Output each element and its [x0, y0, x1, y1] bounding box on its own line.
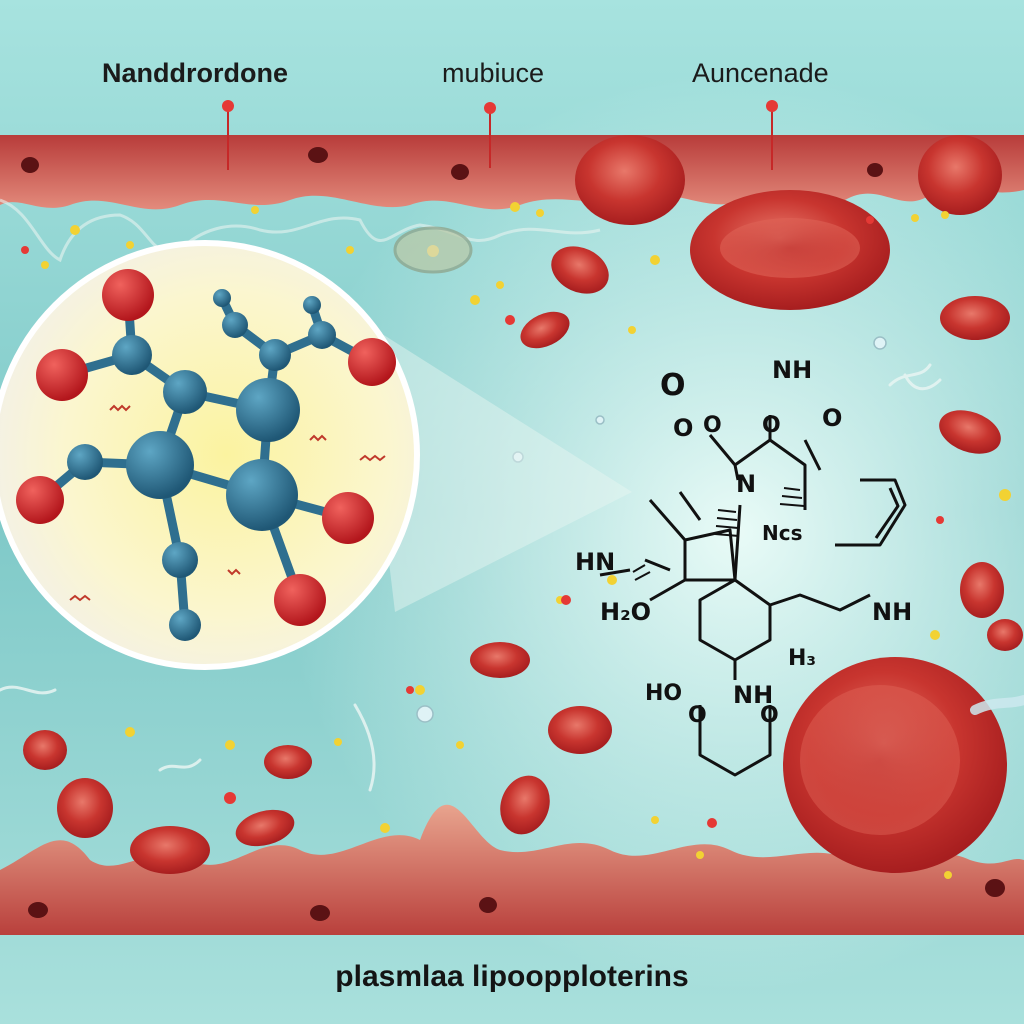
label-o5: O — [822, 404, 842, 432]
label-nh-right: NH — [872, 598, 912, 626]
label-h2o: H₂O — [600, 598, 651, 626]
label-o-ring: O — [688, 703, 707, 728]
label-nh-bottom: NH — [733, 681, 773, 709]
label-mubiuce: mubiuce — [442, 58, 545, 88]
label-n-center: N — [736, 470, 756, 498]
label-nh-top: NH — [772, 356, 812, 384]
label-ho: HO — [645, 681, 682, 706]
zoom-beam — [360, 320, 632, 612]
label-ncs: Ncs — [762, 521, 803, 545]
label-h3: H₃ — [788, 646, 816, 671]
top-vessel-wall — [0, 135, 1024, 263]
hashed-bonds — [632, 487, 805, 581]
label-pointers — [222, 100, 778, 170]
label-o-ring2: O — [760, 703, 779, 728]
label-hn-left: HN — [575, 548, 615, 576]
label-nanddrordone: Nanddrordone — [102, 58, 288, 88]
structure-labels: O O O O O NH N Ncs HN H₂O NH H₃ HO NH O … — [575, 356, 912, 728]
label-o2: O — [673, 414, 693, 442]
plasma-particles — [10, 202, 1011, 879]
skeletal-structure — [599, 415, 907, 777]
plasma-filaments — [0, 363, 1024, 792]
label-auncenade: Auncenade — [692, 58, 829, 88]
label-o1: O — [660, 368, 686, 403]
label-plasma-lipoproteins: plasmlaa lipoopploterins — [335, 960, 689, 993]
label-o4: O — [762, 413, 781, 438]
molecule-zoom-circle — [0, 240, 420, 670]
red-blood-cells — [23, 135, 1023, 874]
label-o3: O — [703, 413, 722, 438]
bottom-vessel-wall — [0, 804, 1024, 935]
